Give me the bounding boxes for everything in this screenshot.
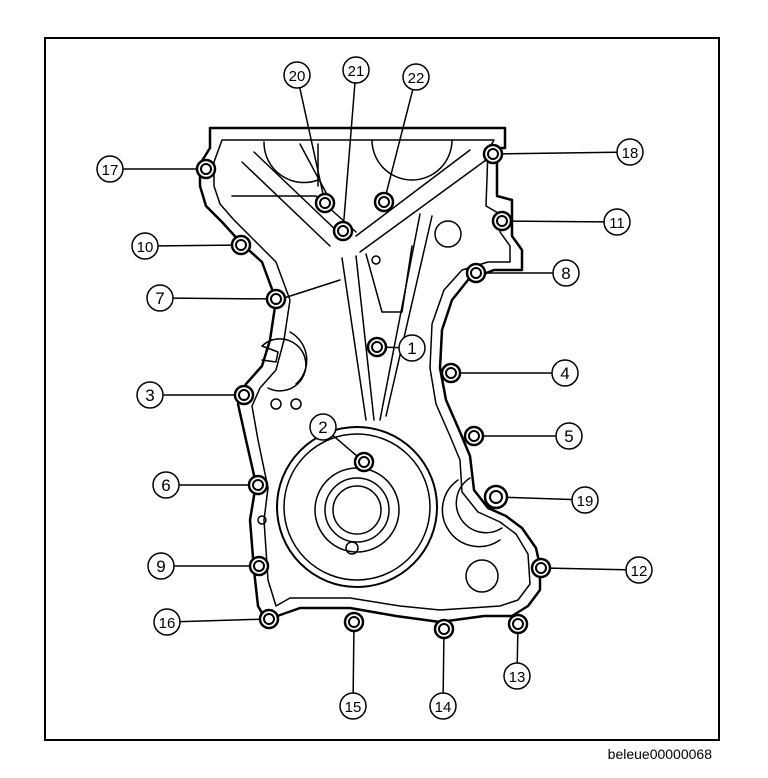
callout-number: 17 [102,162,119,179]
bolt-9 [248,555,270,577]
callout-number: 9 [156,557,165,576]
callout-number: 22 [408,70,425,87]
callout-10: 10 [131,232,159,260]
leader-13 [516,632,519,663]
bolt-20 [314,192,336,214]
leader-18 [501,151,617,155]
leader-21 [342,83,356,223]
bolt-10 [230,234,252,256]
bolt-17 [195,158,217,180]
bolt-2 [353,451,375,473]
bolt-14 [433,618,455,640]
callout-11: 11 [603,208,631,236]
callout-8: 8 [552,259,580,287]
diagram-reference-code: beleue00000068 [607,746,712,762]
bolt-18 [482,143,504,165]
callout-number: 8 [561,264,570,283]
bolt-4 [440,362,462,384]
leader-20 [299,87,324,195]
leader-11 [510,220,604,223]
bolt-6 [247,474,269,496]
leader-16 [180,618,261,623]
callout-14: 14 [429,692,457,720]
callout-17: 17 [96,155,124,183]
leader-22 [385,89,414,195]
callout-4: 4 [551,359,579,387]
callout-number: 6 [161,476,170,495]
callout-number: 21 [348,63,365,80]
callout-number: 11 [609,215,625,232]
callout-number: 13 [509,669,526,686]
leader-12 [549,567,626,571]
leader-lines [123,83,626,693]
callout-number: 15 [345,699,362,716]
bolt-12 [530,557,552,579]
callout-18: 18 [616,138,644,166]
bolt-1 [366,336,388,358]
bolt-7 [265,288,287,310]
bolt-22 [373,191,395,213]
bolt-21 [332,220,354,242]
leader-14 [442,637,445,693]
callout-7: 7 [146,284,174,312]
callout-number: 16 [159,615,176,632]
callout-21: 21 [342,56,370,84]
callout-9: 9 [147,552,175,580]
callout-number: 10 [137,239,154,256]
leader-10 [158,244,233,247]
callout-20: 20 [283,61,311,89]
callout-number: 20 [289,68,306,85]
callout-number: 7 [155,289,164,308]
leader-15 [352,630,355,693]
bolt-11 [491,210,513,232]
bolt-3 [233,384,255,406]
callout-number: 18 [622,145,639,162]
callout-3: 3 [136,381,164,409]
callout-19: 19 [571,486,599,514]
callout-number: 4 [560,364,569,383]
callout-1: 1 [398,334,426,362]
callout-number: 3 [145,386,154,405]
bolt-19 [483,484,509,510]
callout-5: 5 [555,422,583,450]
bolt-13 [507,613,529,635]
callout-number: 2 [318,418,327,437]
callout-number: 5 [564,427,573,446]
cover-outline [198,126,542,624]
crankshaft-seal-bore [276,426,438,588]
diagram-frame [44,37,720,741]
callout-22: 22 [402,63,430,91]
callout-12: 12 [625,556,653,584]
bolt-5 [463,425,485,447]
callout-number: 12 [631,563,648,580]
callout-15: 15 [339,692,367,720]
callout-13: 13 [503,662,531,690]
bolt-16 [258,608,280,630]
bolt-15 [343,611,365,633]
bolt-heads [195,143,552,640]
callout-6: 6 [152,471,180,499]
callout-2: 2 [309,413,337,441]
callout-number: 19 [577,493,594,510]
callout-number: 14 [435,699,452,716]
callout-16: 16 [153,608,181,636]
leader-19 [506,496,572,501]
leader-2 [332,435,358,457]
callout-number: 1 [407,339,416,358]
bolt-8 [465,262,487,284]
leader-7 [173,297,268,300]
